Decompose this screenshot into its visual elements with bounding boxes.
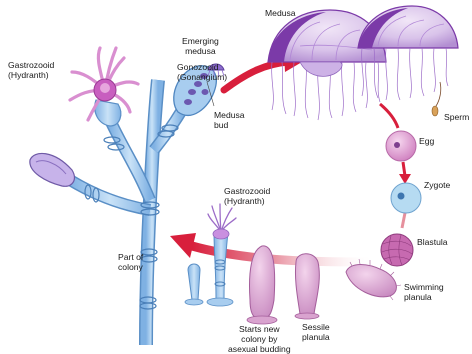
label-emerging-medusa: Emerging medusa [182,36,219,56]
label-part-of-colony: Part of colony [118,252,143,272]
sperm [432,82,441,116]
label-medusa: Medusa [265,8,296,18]
label-swimming-planula: Swimming planula [404,282,444,302]
label-egg: Egg [419,136,434,146]
label-gastrozooid-lower: Gastrozooid (Hydranth) [224,186,270,206]
blastula [381,234,413,266]
label-blastula: Blastula [417,237,448,247]
label-zygote: Zygote [424,180,450,190]
label-starts-new-colony: Starts new colony by asexual budding [228,324,291,354]
arrow-egg-to-zygote [399,162,411,184]
arrow-zygote-to-blastula [402,213,405,228]
label-sperm: Sperm [444,112,469,122]
gastrozooid-top [70,48,138,126]
label-gonozooid: Gonozooid (Gonangium) [177,62,227,82]
arrow-medusa-to-egg [380,104,398,128]
label-gastrozooid-top: Gastrozooid (Hydranth) [8,60,54,80]
egg [386,131,416,161]
label-sessile-planula: Sessile planula [302,322,330,342]
sessile-planula [295,254,319,319]
label-medusa-bud: Medusa bud [214,110,245,130]
zygote [391,183,421,213]
left-polyp [30,153,75,186]
